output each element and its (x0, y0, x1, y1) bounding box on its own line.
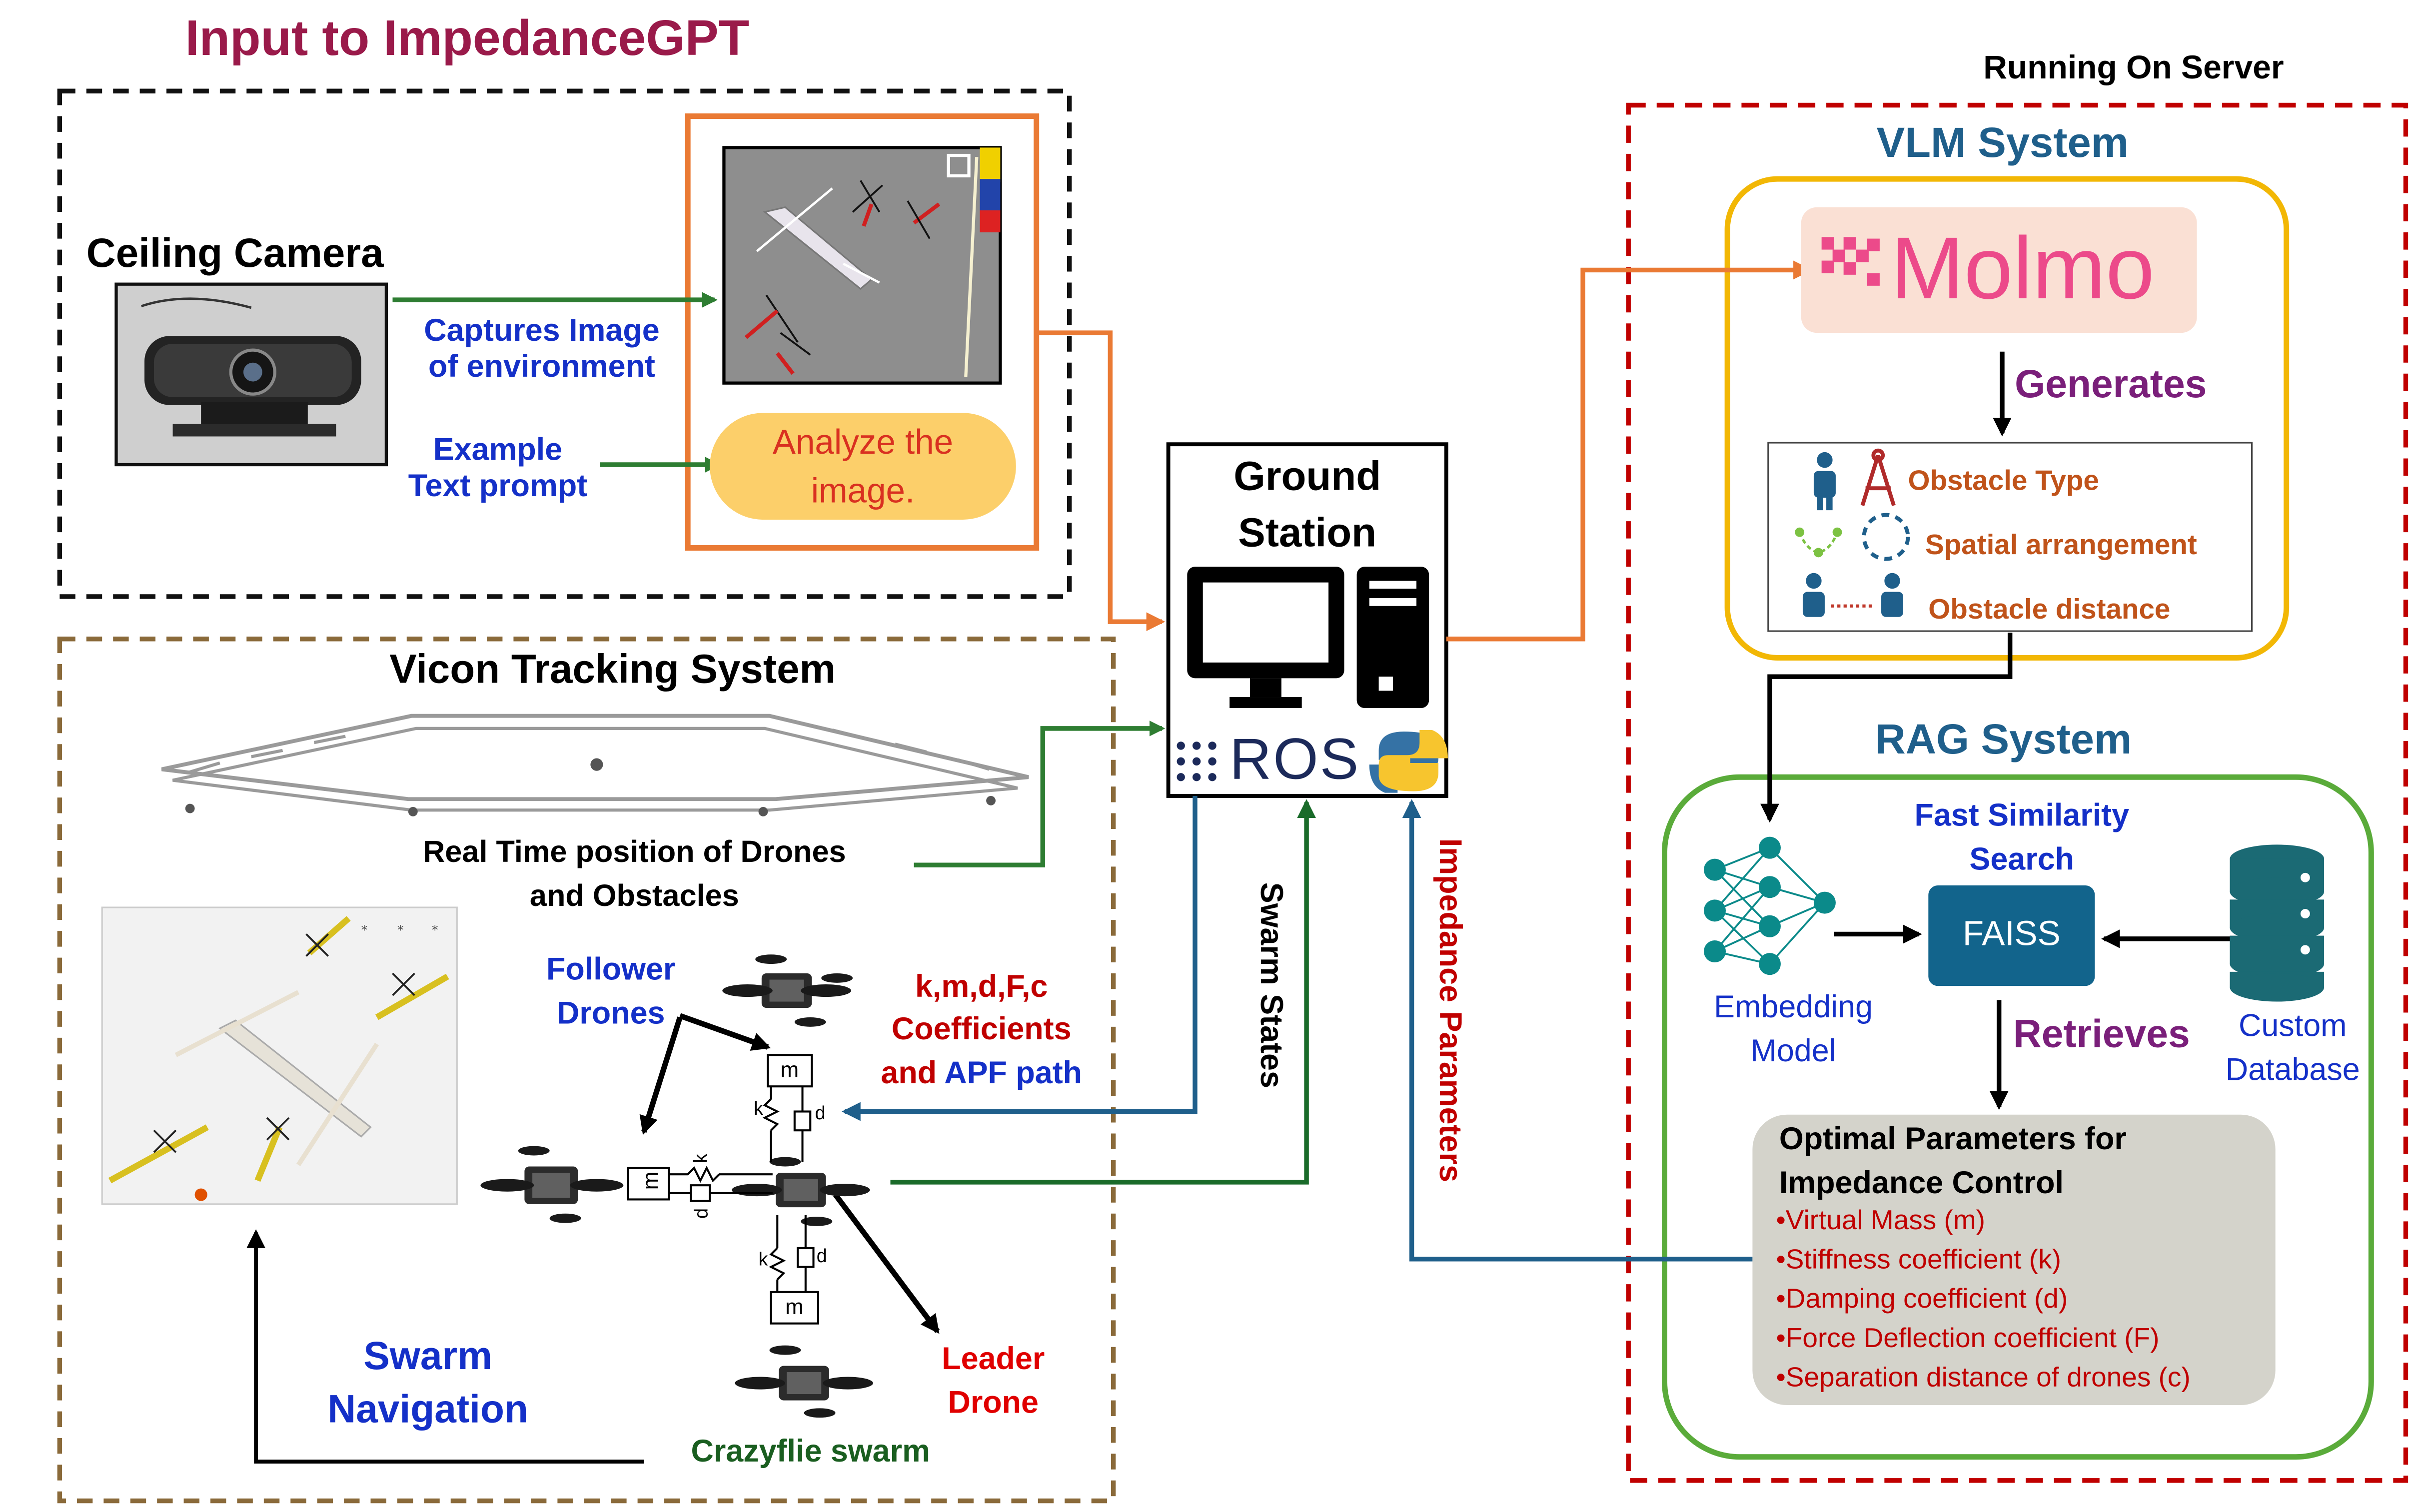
vicon-truss (161, 714, 1029, 816)
param-stiffness: •Stiffness coefficient (k) (1776, 1243, 2061, 1275)
coeff-line3-highlight: APF path (944, 1056, 1083, 1091)
camera-label: Ceiling Camera (86, 229, 384, 276)
k-symbol-top: k (754, 1097, 763, 1120)
computer-icon (1187, 567, 1429, 709)
search-label: Fast Similarity Search (1914, 799, 2130, 878)
server-label: Running On Server (1983, 50, 2284, 86)
follower-label: Follower Drones (546, 953, 676, 1032)
person-icons (1802, 452, 1904, 617)
faiss-box (1928, 885, 2095, 986)
svg-text:*: * (432, 922, 438, 937)
realtime-text: Real Time position of Drones and Obstacl… (423, 835, 846, 913)
vlm-title: VLM System (1876, 119, 2129, 167)
d-symbol-bottom: d (816, 1245, 827, 1267)
spring-damper-links (627, 1054, 819, 1325)
embedding-model-icon (1714, 846, 1826, 965)
python-icon (1369, 730, 1448, 793)
mass-symbol-left: m (637, 1171, 663, 1190)
example-text: Example Text prompt (408, 433, 588, 504)
vicon-title: Vicon Tracking System (389, 645, 836, 693)
rag-box (1661, 774, 2374, 1460)
faiss-label: FAISS (1962, 913, 2061, 953)
crazyflie-label: Crazyflie swarm (691, 1435, 930, 1470)
mass-symbol-top: m (780, 1056, 799, 1082)
database-label: Custom Database (2225, 1009, 2360, 1089)
coeff-line2: Coefficients (891, 1012, 1072, 1047)
k-symbol-left: k (689, 1154, 712, 1163)
ros-logo-dots (1177, 742, 1217, 781)
retrieves-label: Retrieves (2013, 1012, 2190, 1057)
vlm-item-obstacle-type: Obstacle Type (1908, 465, 2099, 496)
coeff-line3: and APF path (864, 1057, 1099, 1093)
molmo-label: Molmo (1890, 218, 2155, 317)
mass-symbol-bottom: m (785, 1293, 804, 1319)
input-frame (57, 88, 1072, 599)
svg-text:*: * (397, 922, 404, 937)
embedding-label: Embedding Model (1714, 990, 1873, 1070)
server-frame (1626, 102, 2409, 1483)
ros-label: ROS (1229, 727, 1360, 791)
d-symbol-left: d (690, 1208, 712, 1219)
drone-top (722, 954, 853, 1027)
captures-text: Captures Image of environment (424, 314, 660, 385)
swarm-states-label: Swarm States (1253, 882, 1288, 1088)
params-title: Optimal Parameters for Impedance Control (1779, 1122, 2127, 1202)
arrangement-icon (1795, 513, 1910, 561)
arena-image: * * * (101, 906, 458, 1205)
environment-image (722, 146, 1002, 385)
generates-label: Generates (2015, 362, 2207, 407)
vlm-output-panel (1767, 442, 2253, 632)
impedance-parameters-label: Impedance Parameters (1432, 838, 1467, 1182)
param-damping: •Damping coefficient (d) (1776, 1282, 2068, 1314)
d-symbol-top: d (815, 1102, 826, 1124)
rag-title: RAG System (1875, 716, 2132, 763)
molmo-logo-icon (1821, 237, 1880, 286)
drone-leader (732, 1157, 870, 1226)
param-separation: •Separation distance of drones (c) (1776, 1361, 2191, 1393)
prompt-frame (685, 113, 1040, 551)
ceiling-camera-image (114, 282, 388, 467)
vlm-item-spatial-arrangement: Spatial arrangement (1925, 529, 2197, 561)
params-panel (1752, 1114, 2276, 1406)
drone-bottom (735, 1345, 873, 1418)
param-force-deflection: •Force Deflection coefficient (F) (1776, 1322, 2160, 1354)
prompt-text: Analyze the image. (772, 422, 954, 510)
leader-label: Leader Drone (942, 1342, 1045, 1422)
vicon-frame (57, 637, 1116, 1504)
swarm-navigation-label: Swarm Navigation (327, 1334, 528, 1432)
coeff-line1: k,m,d,F,c (915, 970, 1048, 1005)
drone-left (480, 1146, 624, 1223)
k-symbol-bottom: k (758, 1248, 768, 1270)
vlm-item-obstacle-distance: Obstacle distance (1928, 593, 2171, 625)
molmo-badge (1801, 207, 2197, 333)
database-icon (2230, 844, 2325, 1002)
compass-icon (1860, 448, 1896, 506)
ground-station-title: Ground Station (1233, 452, 1381, 556)
param-virtual-mass: •Virtual Mass (m) (1776, 1204, 1986, 1236)
vlm-box (1724, 176, 2290, 661)
svg-text:*: * (361, 922, 368, 937)
prompt-bubble (710, 413, 1016, 520)
page-title: Input to ImpedanceGPT (185, 9, 750, 66)
coeff-line3-prefix: and (881, 1056, 945, 1091)
